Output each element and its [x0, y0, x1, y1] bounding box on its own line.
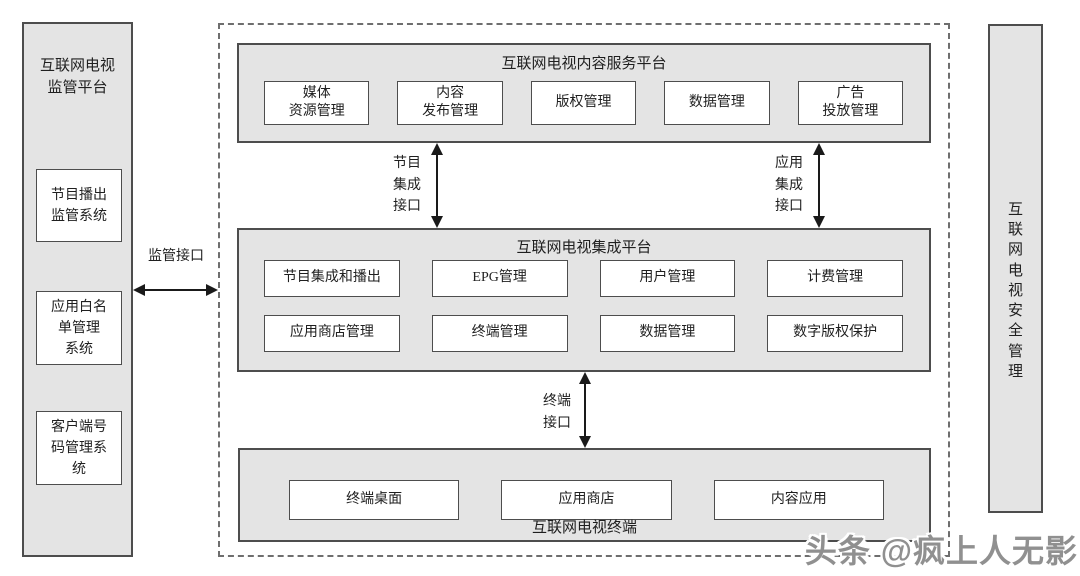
module-user-mgmt: 用户管理 [599, 260, 736, 297]
program-integration-interface-label: 节目 集成 接口 [393, 156, 421, 215]
module-epg-mgmt: EPG管理 [431, 260, 568, 297]
supervision-panel: 互联网电视 监管平台 节目播出 监管系统 应用白名 单管理 系统 客户端号 码管… [22, 22, 133, 557]
content-service-platform-title: 互联网电视内容服务平台 [501, 56, 667, 72]
module-terminal-mgmt: 终端管理 [431, 315, 568, 352]
system-box-program-broadcast-supervision: 节目播出 监管系统 [36, 169, 122, 242]
app-integration-interface-label: 应用 集成 接口 [775, 156, 803, 215]
double-arrow-vertical-icon [579, 372, 591, 448]
double-arrow-vertical-icon [813, 143, 825, 228]
terminal-platform: 终端桌面 应用商店 内容应用 互联网电视终端 [238, 448, 931, 542]
module-ad-delivery-mgmt: 广告 投放管理 [797, 81, 904, 125]
module-app-store: 应用商店 [501, 480, 672, 520]
module-app-store-mgmt: 应用商店管理 [264, 315, 400, 352]
module-content-publish-mgmt: 内容 发布管理 [397, 81, 503, 125]
integration-platform-title: 互联网电视集成平台 [516, 240, 652, 256]
module-copyright-mgmt: 版权管理 [530, 81, 637, 125]
watermark: 头条 @疯上人无影 [804, 533, 1078, 569]
supervision-panel-title: 互联网电视 监管平台 [39, 58, 115, 96]
dashed-boundary [218, 23, 950, 557]
module-media-resource-mgmt: 媒体 资源管理 [264, 81, 370, 125]
terminal-platform-title: 互联网电视终端 [531, 520, 637, 536]
double-arrow-horizontal-icon [133, 284, 218, 296]
supervision-interface-label: 监管接口 [148, 249, 204, 264]
system-box-client-number: 客户端号 码管理系 统 [36, 411, 122, 485]
security-panel-title: 互联网电视安全管理 [1007, 201, 1023, 380]
content-service-platform: 互联网电视内容服务平台 媒体 资源管理 内容 发布管理 版权管理 数据管理 广告… [237, 43, 931, 143]
module-data-mgmt-mid: 数据管理 [599, 315, 736, 352]
module-terminal-desktop: 终端桌面 [289, 480, 460, 520]
integration-platform: 互联网电视集成平台 节目集成和播出 EPG管理 用户管理 计费管理 应用商店管理… [237, 228, 931, 372]
module-content-app: 内容应用 [713, 480, 884, 520]
terminal-interface-label: 终端 接口 [543, 394, 571, 431]
module-billing-mgmt: 计费管理 [767, 260, 903, 297]
system-box-app-whitelist: 应用白名 单管理 系统 [36, 291, 122, 365]
module-program-integration-broadcast: 节目集成和播出 [264, 260, 400, 297]
module-drm-protection: 数字版权保护 [767, 315, 903, 352]
double-arrow-vertical-icon [431, 143, 443, 228]
module-data-mgmt-top: 数据管理 [664, 81, 770, 125]
security-panel: 互联网电视安全管理 [988, 24, 1043, 513]
